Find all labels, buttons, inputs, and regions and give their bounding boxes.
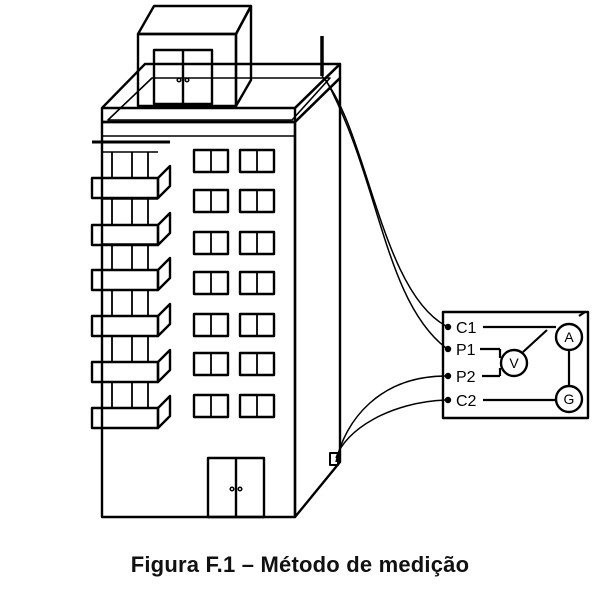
window (238, 188, 276, 214)
terminal-c1-label: C1 (456, 320, 477, 337)
ammeter-circle (554, 322, 584, 352)
window (192, 393, 230, 419)
window (192, 148, 230, 174)
windows (192, 148, 276, 419)
balcony (90, 335, 172, 384)
generator-label: G (564, 391, 575, 407)
cables (321, 75, 447, 463)
terminal-p1-label: P1 (456, 342, 476, 359)
balconies (90, 140, 172, 430)
entrance-door (206, 456, 266, 519)
instrument-panel (441, 310, 590, 420)
window (238, 148, 276, 174)
voltmeter-circle (499, 348, 529, 378)
terminal-dots (444, 323, 452, 404)
terminal-c2-label: C2 (456, 393, 477, 410)
window (192, 270, 230, 296)
window (238, 351, 276, 377)
building-body (100, 76, 342, 519)
window (238, 393, 276, 419)
balcony (90, 243, 172, 292)
generator-circle (554, 384, 584, 414)
window (192, 351, 230, 377)
rooftop-house (136, 4, 253, 108)
window (238, 312, 276, 338)
window (238, 230, 276, 256)
instrument-wiring (480, 311, 586, 402)
balcony (90, 198, 172, 247)
terminal-p2-label: P2 (456, 369, 476, 386)
balcony (90, 151, 172, 200)
figure-caption: Figura F.1 – Método de medição (130, 552, 470, 577)
ground-electrode (329, 452, 339, 466)
balcony (90, 381, 172, 430)
window (238, 270, 276, 296)
ammeter-label: A (564, 329, 574, 345)
balcony (90, 289, 172, 338)
window (192, 230, 230, 256)
window (192, 188, 230, 214)
voltmeter-label: V (509, 355, 519, 371)
window (192, 312, 230, 338)
